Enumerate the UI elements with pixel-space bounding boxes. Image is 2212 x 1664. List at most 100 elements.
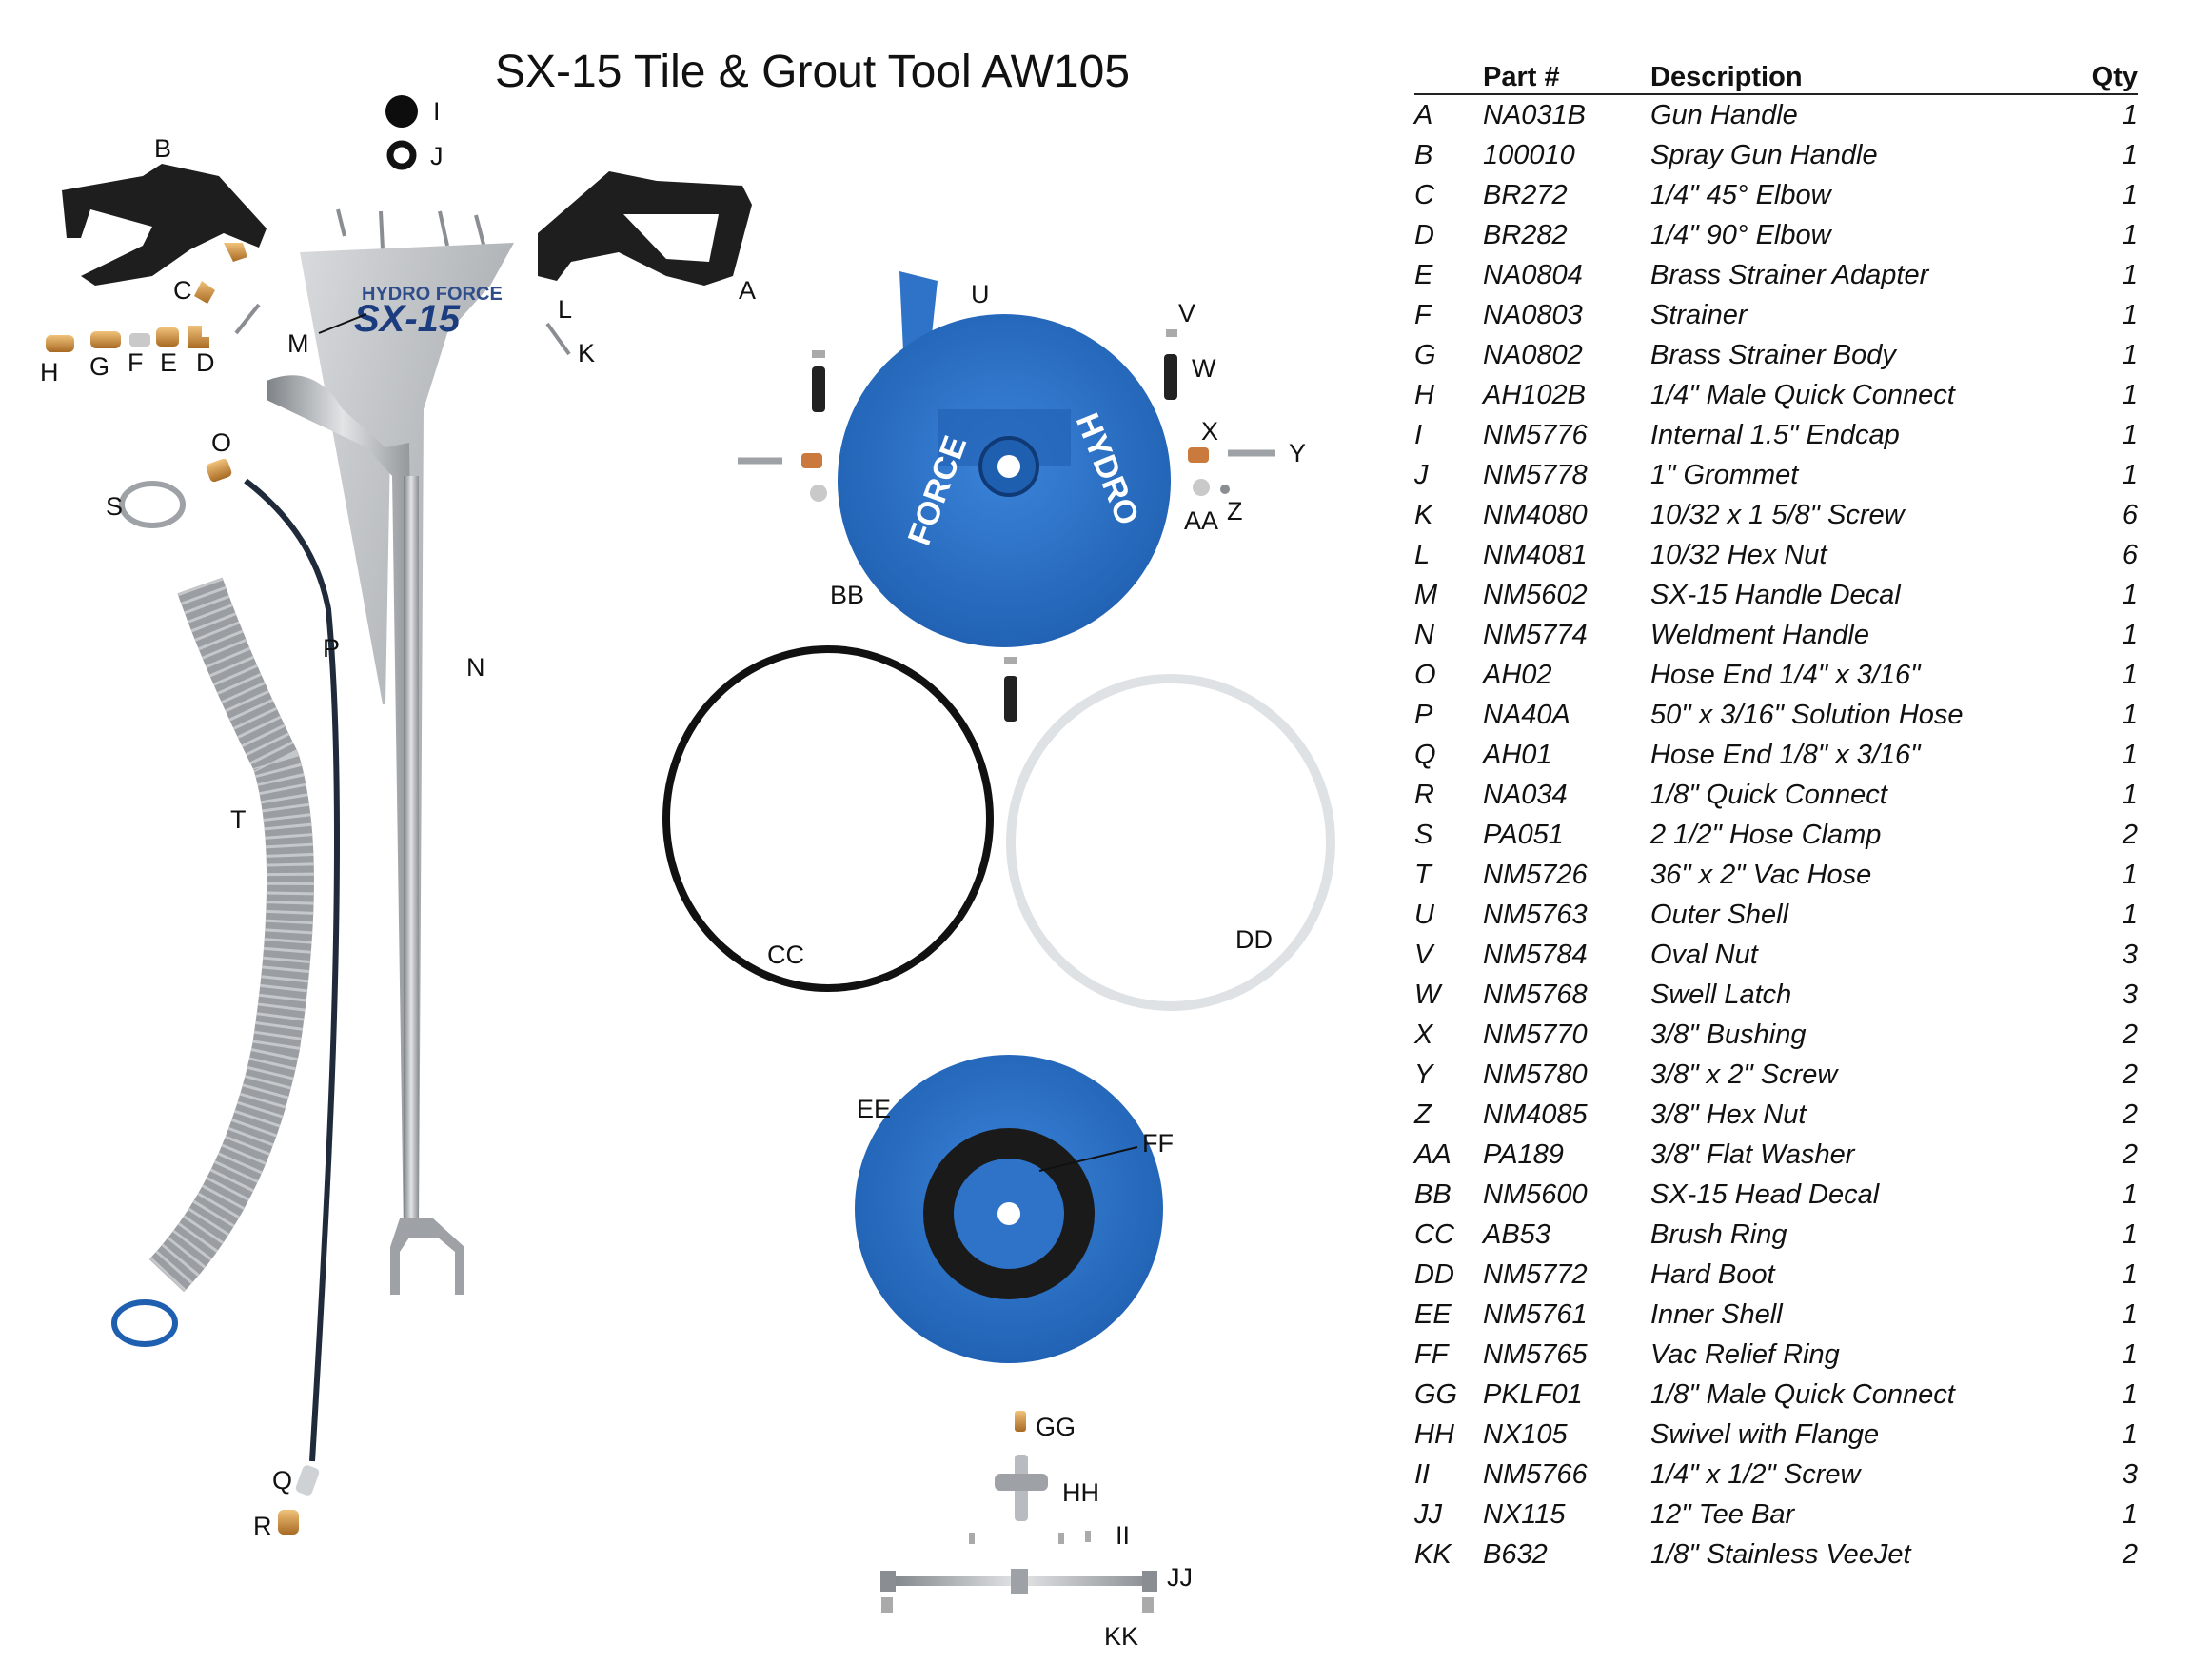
row-part-number: NA40A: [1483, 699, 1570, 730]
row-letter: L: [1414, 539, 1431, 570]
row-description: 3/8" Hex Nut: [1650, 1099, 1807, 1130]
row-qty: 1: [2122, 379, 2138, 410]
row-letter: K: [1414, 499, 1433, 530]
bushings-part: [738, 447, 1275, 502]
row-part-number: NM5766: [1483, 1458, 1588, 1490]
row-letter: O: [1414, 659, 1436, 690]
row-letter: T: [1414, 859, 1432, 890]
callout-j: J: [430, 142, 444, 170]
row-part-number: NM4085: [1483, 1099, 1588, 1130]
row-letter: I: [1414, 419, 1423, 450]
row-description: Spray Gun Handle: [1650, 139, 1878, 170]
spray-gun-handle-part: [62, 164, 267, 286]
row-description: 10/32 x 1 5/8" Screw: [1650, 499, 1905, 530]
row-qty: 1: [2122, 899, 2138, 930]
row-qty: 2: [2122, 819, 2138, 850]
row-part-number: NM5763: [1483, 899, 1588, 930]
row-description: Hose End 1/4" x 3/16": [1650, 659, 1921, 690]
row-description: Gun Handle: [1650, 99, 1798, 130]
row-qty: 2: [2122, 1059, 2138, 1090]
row-description: Hose End 1/8" x 3/16": [1650, 739, 1921, 770]
row-description: 36" x 2" Vac Hose: [1650, 859, 1872, 890]
row-letter: U: [1414, 899, 1434, 930]
row-qty: 3: [2122, 979, 2138, 1010]
callout-z: Z: [1227, 497, 1243, 525]
row-part-number: BR282: [1483, 219, 1568, 250]
row-description: Oval Nut: [1650, 939, 1758, 970]
row-part-number: NM5780: [1483, 1059, 1588, 1090]
row-description: 1/4" x 1/2" Screw: [1650, 1458, 1861, 1490]
row-part-number: NA031B: [1483, 99, 1587, 130]
weldment-handle-part: HYDRO FORCE SX-15: [267, 243, 514, 1295]
header-letter: [1414, 55, 1483, 95]
row-letter: G: [1414, 339, 1436, 370]
callout-x: X: [1201, 417, 1219, 446]
row-letter: S: [1414, 819, 1433, 850]
row-part-number: 100010: [1483, 139, 1575, 170]
row-description: Swell Latch: [1650, 979, 1792, 1010]
svg-text:HYDRO FORCE: HYDRO FORCE: [362, 284, 503, 305]
row-description: Brass Strainer Adapter: [1650, 259, 1929, 290]
row-description: 12" Tee Bar: [1650, 1498, 1795, 1530]
row-description: 3/8" x 2" Screw: [1650, 1059, 1838, 1090]
row-part-number: NA0803: [1483, 299, 1583, 330]
callout-b: B: [154, 134, 172, 163]
row-qty: 2: [2122, 1019, 2138, 1050]
table-row: U NM5763 Outer Shell 1: [1414, 895, 2138, 935]
row-part-number: NM5602: [1483, 579, 1588, 610]
row-description: 3/8" Flat Washer: [1650, 1139, 1855, 1170]
row-part-number: NM5776: [1483, 419, 1588, 450]
header-qty: Qty: [2088, 55, 2138, 95]
row-part-number: NA034: [1483, 779, 1568, 810]
callout-k: K: [578, 339, 596, 367]
row-part-number: PA189: [1483, 1139, 1564, 1170]
row-letter: Y: [1414, 1059, 1433, 1090]
row-letter: D: [1414, 219, 1434, 250]
callout-w: W: [1192, 354, 1216, 383]
row-qty: 1: [2122, 1179, 2138, 1210]
row-part-number: PKLF01: [1483, 1378, 1583, 1410]
row-qty: 2: [2122, 1099, 2138, 1130]
svg-text:SX-15: SX-15: [354, 298, 461, 340]
row-part-number: NM4081: [1483, 539, 1588, 570]
parts-table-header: Part # Description Qty: [1414, 55, 2138, 95]
row-description: 10/32 Hex Nut: [1650, 539, 1827, 570]
row-description: Brush Ring: [1650, 1218, 1787, 1250]
row-letter: X: [1414, 1019, 1433, 1050]
row-qty: 3: [2122, 1458, 2138, 1490]
row-part-number: NM5774: [1483, 619, 1588, 650]
row-part-number: NX115: [1483, 1498, 1566, 1530]
row-qty: 2: [2122, 1139, 2138, 1170]
row-description: Outer Shell: [1650, 899, 1789, 930]
row-part-number: AH01: [1483, 739, 1552, 770]
row-letter: Q: [1414, 739, 1436, 770]
row-description: Weldment Handle: [1650, 619, 1869, 650]
callout-gg: GG: [1036, 1413, 1076, 1441]
row-description: Vac Relief Ring: [1650, 1338, 1840, 1370]
row-part-number: NM5600: [1483, 1179, 1588, 1210]
callout-jj: JJ: [1167, 1563, 1193, 1592]
row-letter: B: [1414, 139, 1433, 170]
row-qty: 1: [2122, 1258, 2138, 1290]
row-description: SX-15 Handle Decal: [1650, 579, 1901, 610]
callout-d: D: [196, 348, 215, 377]
page-title: SX-15 Tile & Grout Tool AW105: [495, 47, 1131, 97]
row-qty: 2: [2122, 1538, 2138, 1570]
row-part-number: NM5768: [1483, 979, 1588, 1010]
row-letter: JJ: [1414, 1498, 1442, 1530]
